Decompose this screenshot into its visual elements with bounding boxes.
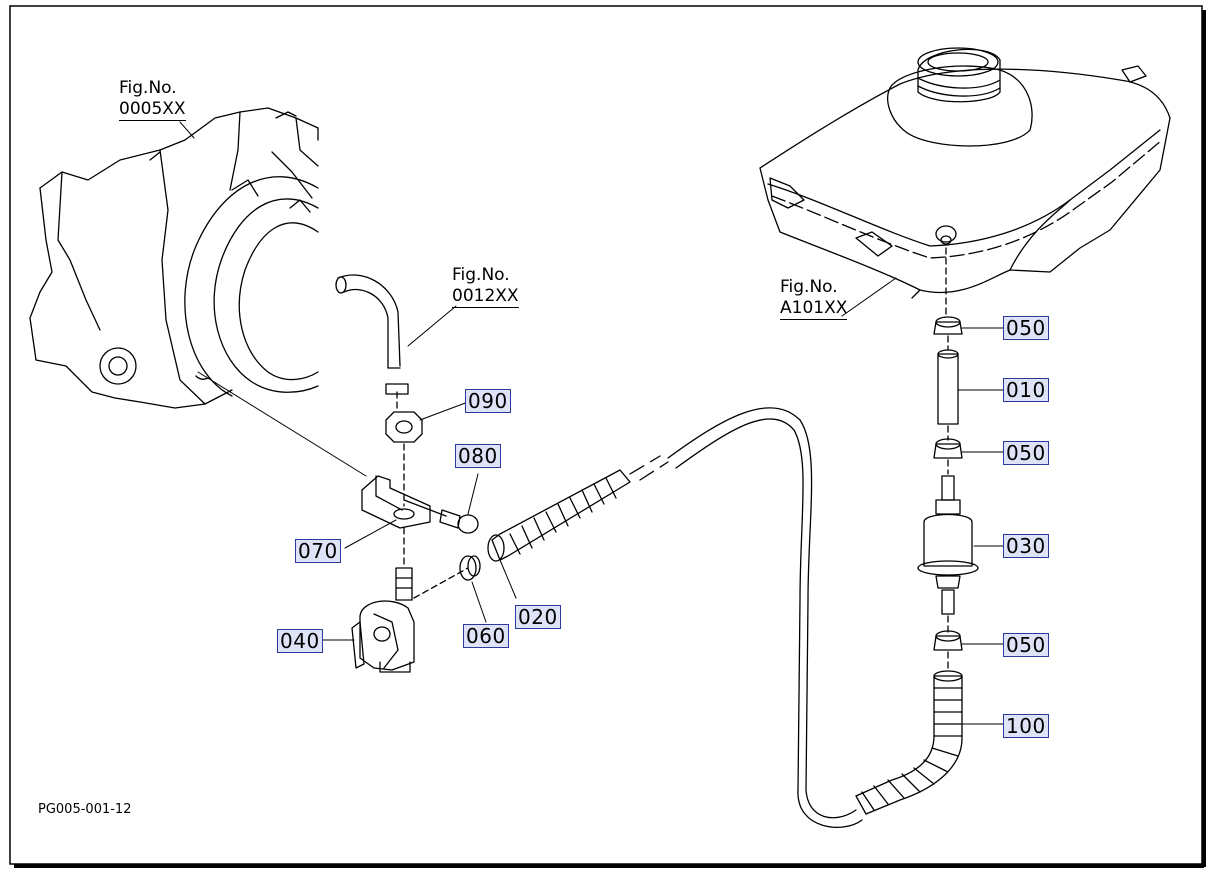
callout-070[interactable]: 070 [295,539,341,563]
fig-ref-0005XX: Fig.No. 0005XX [119,78,186,121]
callout-050-bottom[interactable]: 050 [1003,633,1049,657]
fig-ref-number[interactable]: A101XX [780,298,848,320]
clamp-050-top [933,316,1005,351]
callout-030[interactable]: 030 [1003,534,1049,558]
fuel-hose-100 [855,670,1005,815]
fig-ref-number[interactable]: 0005XX [119,99,186,121]
clamp-060 [459,555,487,623]
fig-ref-title: Fig.No. [119,78,177,98]
callout-050-middle[interactable]: 050 [1003,441,1049,465]
callout-010[interactable]: 010 [1003,378,1049,402]
bolt-080 [403,473,479,534]
fuel-filter-030 [917,475,1005,635]
engine-housing [29,107,319,409]
fuel-pump-040 [321,527,469,673]
clamp-050-bottom [933,630,1005,673]
fig-ref-0012XX: Fig.No. 0012XX [452,265,519,308]
callout-040[interactable]: 040 [277,629,323,653]
clamp-050-middle [933,438,1005,475]
fuel-tank [759,47,1171,319]
callout-050-top[interactable]: 050 [1003,316,1049,340]
fig-ref-A101XX: Fig.No. A101XX [780,277,848,320]
fig-ref-number[interactable]: 0012XX [452,286,519,308]
callout-060[interactable]: 060 [463,624,509,648]
fuel-hose-020 [487,407,863,828]
fig-ref-title: Fig.No. [780,277,838,297]
callout-080[interactable]: 080 [455,444,501,468]
fig-ref-title: Fig.No. [452,265,510,285]
fuel-return-hose [335,274,409,413]
page-code: PG005-001-12 [38,802,132,817]
callout-020[interactable]: 020 [515,605,561,629]
callout-100[interactable]: 100 [1003,714,1049,738]
nut-090 [385,401,469,443]
bracket-070 [197,371,431,549]
tube-010 [937,349,1005,441]
callout-090[interactable]: 090 [465,389,511,413]
